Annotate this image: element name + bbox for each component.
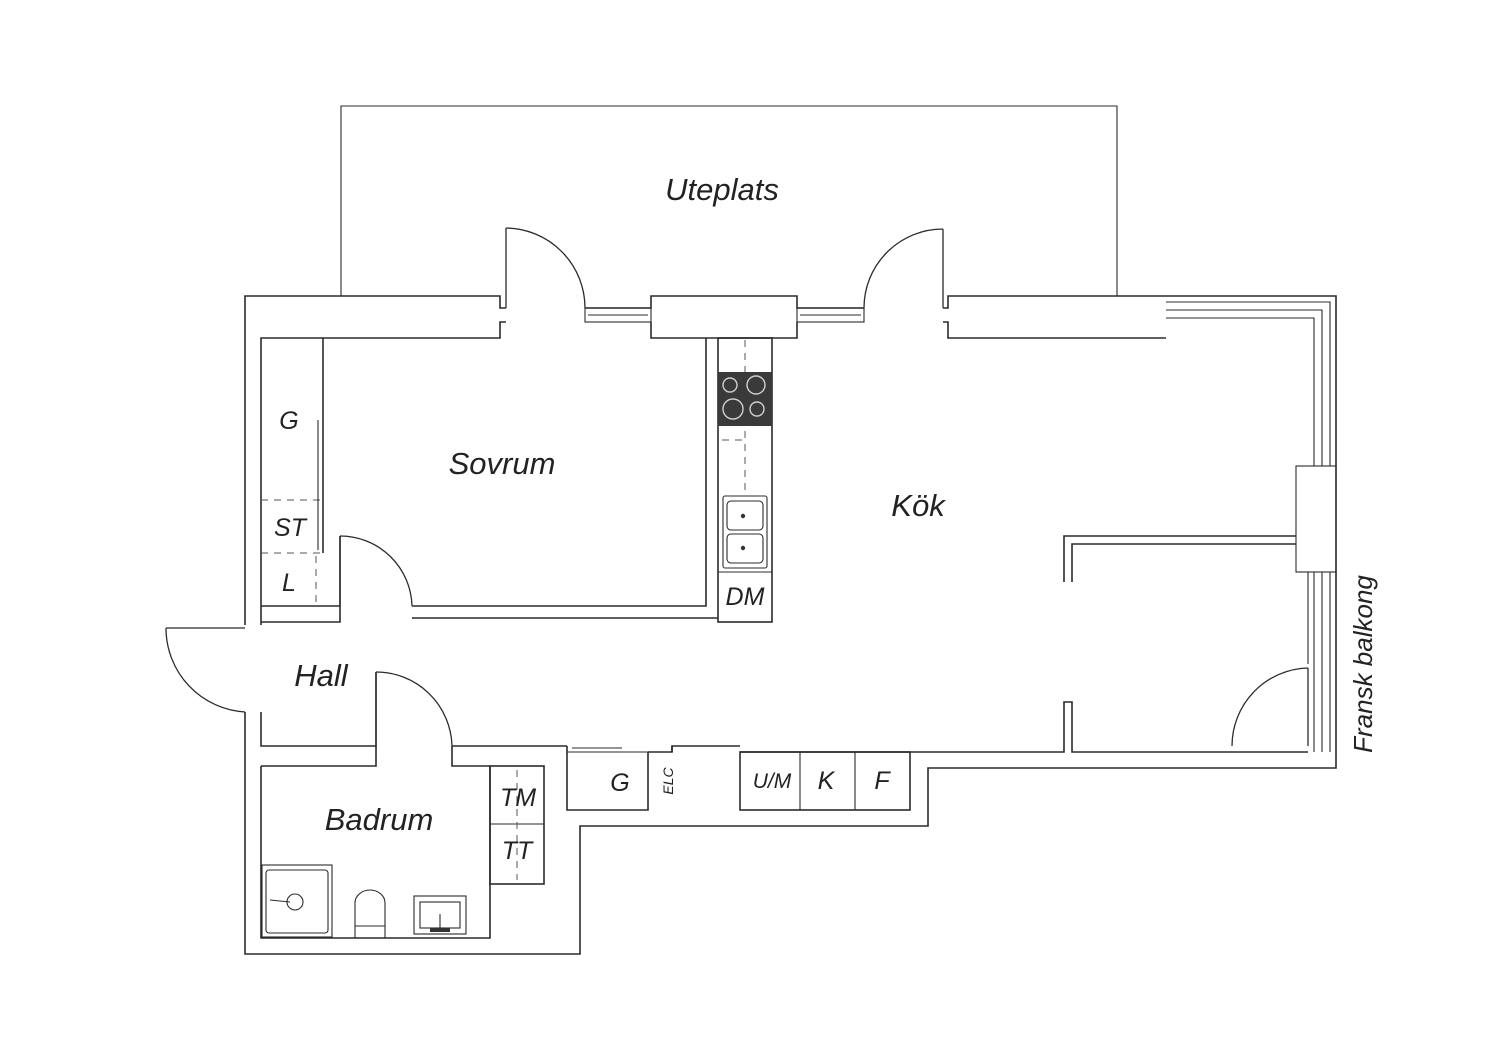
shower-icon — [261, 864, 333, 938]
fixture-labels: G ST L DM TM TT G ELC U/M K F — [274, 407, 891, 865]
exterior-walls — [244, 295, 1337, 955]
dryer-label: TT — [502, 837, 534, 865]
room-label-uteplats: Uteplats — [665, 172, 779, 207]
bathroom-fixtures — [261, 864, 467, 938]
washbasin-icon — [413, 895, 467, 935]
linen-label: L — [282, 569, 296, 597]
room-label-sovrum: Sovrum — [449, 446, 556, 481]
oven-micro-label: U/M — [753, 770, 792, 793]
wardrobe-label: G — [279, 407, 298, 435]
patio — [340, 105, 1118, 296]
kitchen-counter-fixtures — [718, 340, 772, 573]
room-labels: Uteplats Sovrum Kök Hall Badrum Fransk b… — [294, 172, 1378, 837]
interior-walls — [260, 337, 911, 939]
electric-cabinet-label: ELC — [660, 766, 676, 794]
fridge-label: K — [818, 767, 836, 795]
room-label-kok: Kök — [891, 488, 946, 523]
dishwasher-label: DM — [726, 583, 765, 611]
room-label-badrum: Badrum — [325, 802, 434, 837]
toilet-icon — [354, 889, 386, 938]
doors — [165, 227, 1309, 747]
storage-label: ST — [274, 514, 308, 542]
washer-label: TM — [500, 784, 536, 812]
hall-closet-label: G — [610, 769, 629, 797]
sink-icon — [722, 495, 768, 569]
room-label-hall: Hall — [294, 658, 349, 693]
stove-icon — [718, 372, 772, 426]
freezer-label: F — [874, 767, 891, 795]
room-label-fransk-balkong: Fransk balkong — [1348, 575, 1378, 753]
closet-dividers — [261, 420, 518, 880]
